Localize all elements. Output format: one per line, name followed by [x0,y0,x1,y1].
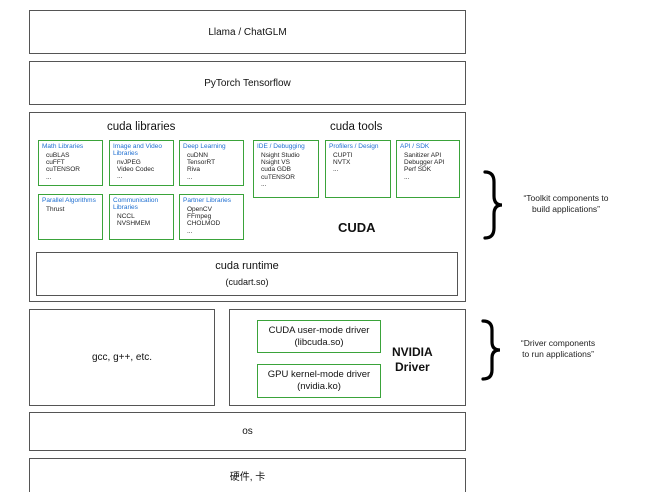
library-item: cuTENSOR [46,166,80,174]
library-title: Deep Learning [183,143,226,150]
library-box-math: Math Libraries cuBLAS cuFFT cuTENSOR ... [38,140,103,186]
nvidia-driver-label: NVIDIA Driver [392,345,433,375]
library-item: cuDNN [187,152,208,159]
tool-item: Nsight VS [261,159,290,167]
nvidia-driver-label-line2: Driver [394,360,430,374]
toolkit-note-line1: “Toolkit components to [523,193,609,203]
library-item: Thrust [46,206,65,213]
nvidia-driver-label-line1: NVIDIA [392,345,433,359]
driver-note-line1: “Driver components [520,338,596,348]
user-mode-driver-title: CUDA user-mode driver [268,324,370,336]
cuda-runtime-box: cuda runtime (cudart.so) [36,252,458,296]
library-title: Math Libraries [42,143,84,150]
toolkit-note-line2: build applications” [531,204,601,214]
library-title: Parallel Algorithms [42,197,96,204]
library-item: nvJPEG [117,159,141,166]
cuda-runtime-title: cuda runtime [215,260,279,272]
kernel-mode-driver-file: (nvidia.ko) [297,381,341,392]
library-box-image-video: Image and Video Libraries nvJPEG Video C… [109,140,174,186]
library-title: Partner Libraries [183,197,232,204]
tool-item: Perf SDK [404,166,432,174]
cuda-user-mode-driver-box: CUDA user-mode driver (libcuda.so) [257,320,381,353]
compiler-label: gcc, g++, etc. [91,352,153,363]
tool-item: cuda GDB [261,166,291,174]
library-item: FFmpeg [187,213,212,221]
cuda-label: CUDA [338,220,376,235]
llama-chatglm-layer: Llama / ChatGLM [29,10,466,54]
tool-box-api-sdk: API / SDK Sanitizer API Debugger API Per… [396,140,460,198]
tool-title: IDE / Debugging [257,143,305,150]
library-title: Communication Libraries [113,197,159,211]
library-item: NCCL [117,213,135,220]
library-box-partner: Partner Libraries OpenCV FFmpeg CHOLMOD … [179,194,244,240]
library-box-deep-learning: Deep Learning cuDNN TensorRT Riva ... [179,140,244,186]
hardware-label: 硬件, 卡 [229,472,266,483]
library-item: Video Codec [117,166,155,174]
library-item: NVSHMEM [117,220,151,228]
hardware-layer: 硬件, 卡 [29,458,466,492]
llama-chatglm-label: Llama / ChatGLM [208,26,287,38]
library-item: ... [187,173,193,181]
library-item: Riva [187,166,201,174]
library-box-communication: Communication Libraries NCCL NVSHMEM [109,194,174,240]
pytorch-tensorflow-layer: PyTorch Tensorflow [29,61,466,105]
tool-item: CUPTI [333,152,353,159]
gpu-kernel-mode-driver-box: GPU kernel-mode driver (nvidia.ko) [257,364,381,398]
library-item: ... [46,173,52,181]
os-layer: os [29,412,466,451]
cuda-tools-title: cuda tools [330,121,383,133]
toolkit-brace-icon [483,170,503,240]
library-item: cuFFT [46,159,65,167]
cuda-libraries-title: cuda libraries [107,121,176,133]
driver-note: “Driver components to run applications” [508,338,608,360]
library-item: TensorRT [187,159,216,167]
tool-box-profilers-design: Profilers / Design CUPTI NVTX ... [325,140,391,198]
toolkit-note: “Toolkit components to build application… [510,193,622,215]
tool-title: Profilers / Design [329,143,379,150]
library-item: ... [187,227,193,235]
library-item: ... [117,173,123,181]
tool-title: API / SDK [400,143,430,150]
tool-box-ide-debugging: IDE / Debugging Nsight Studio Nsight VS … [253,140,319,198]
library-title: Image and Video Libraries [113,143,163,157]
pytorch-tensorflow-label: PyTorch Tensorflow [204,77,291,89]
user-mode-driver-file: (libcuda.so) [294,336,344,348]
driver-brace-icon [481,319,501,381]
tool-item: NVTX [333,159,351,167]
library-item: CHOLMOD [187,220,221,228]
tool-item: ... [404,173,410,181]
tool-item: Nsight Studio [261,152,300,159]
tool-item: ... [261,180,267,188]
library-box-parallel-algorithms: Parallel Algorithms Thrust [38,194,103,240]
tool-item: Debugger API [404,159,445,167]
compiler-box: gcc, g++, etc. [29,309,215,406]
library-item: cuBLAS [46,152,70,159]
library-item: OpenCV [187,206,212,213]
tool-item: ... [333,166,339,174]
driver-note-line2: to run applications” [522,349,594,359]
os-label: os [242,426,253,437]
tool-item: Sanitizer API [404,152,442,159]
tool-item: cuTENSOR [261,173,295,181]
cuda-runtime-file: (cudart.so) [225,277,269,287]
kernel-mode-driver-title: GPU kernel-mode driver [267,369,371,380]
